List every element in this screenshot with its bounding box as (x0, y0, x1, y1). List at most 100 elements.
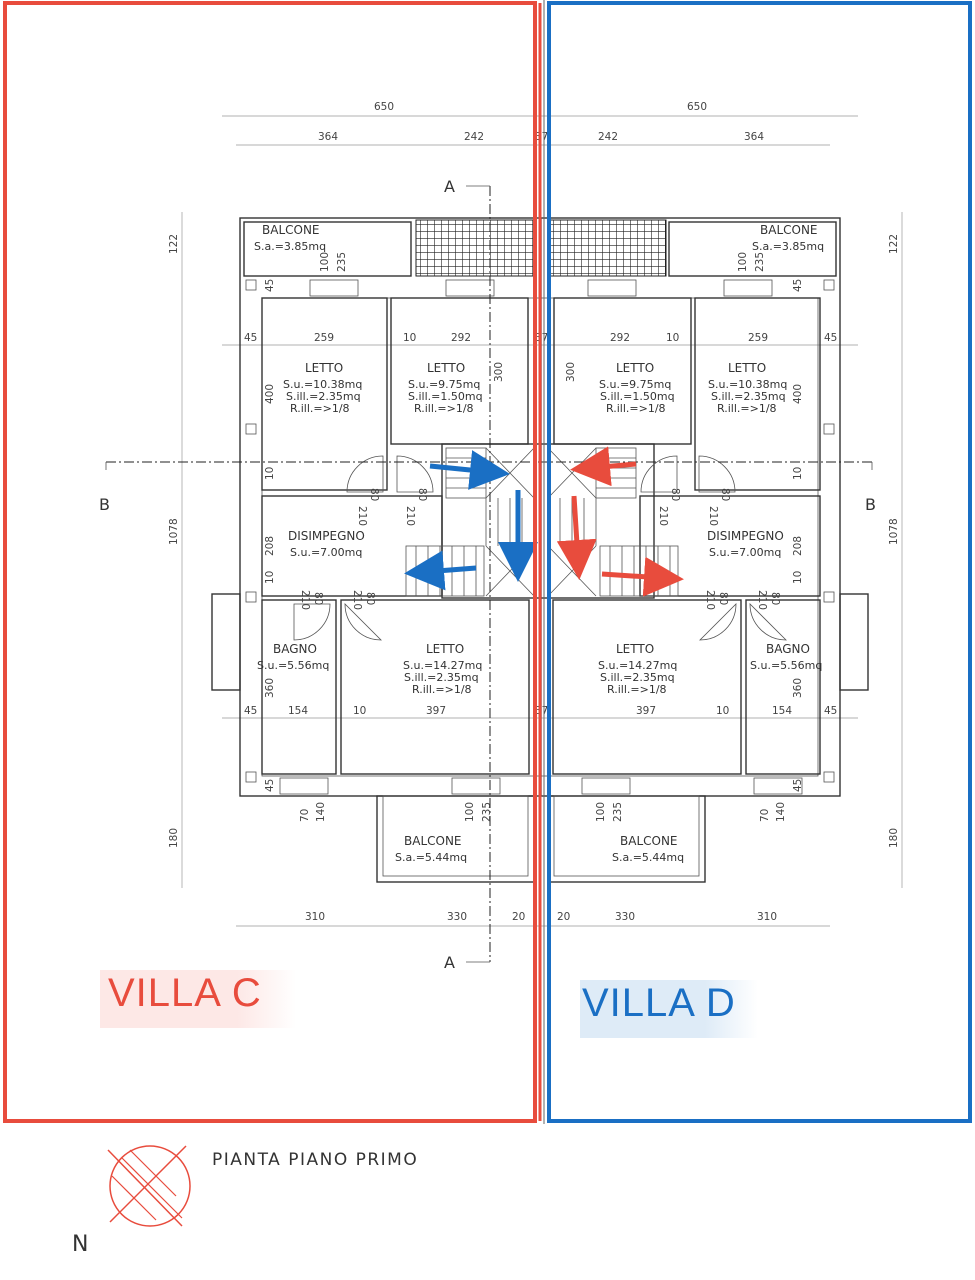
dim-154: 154 (288, 705, 308, 717)
bagno-left-su: S.u.=5.56mq (257, 659, 329, 672)
bottom-dimensions: 310 330 20 20 330 310 (305, 911, 777, 923)
dim-20-left: 20 (512, 911, 525, 923)
north-label: N (72, 1232, 89, 1257)
letto-b-right-su: S.u.=9.75mq (599, 378, 671, 391)
balcone-top-right-name: BALCONE (760, 223, 818, 237)
dim-37-top: 37 (535, 131, 548, 143)
dim-397-r: 397 (636, 705, 656, 717)
letto-c-right-sill: S.ill.=2.35mq (600, 671, 675, 684)
dim-180-left: 180 (168, 828, 180, 848)
letto-a-left-rill: R.ill.=>1/8 (290, 402, 350, 415)
dim-235-tl: 235 (336, 252, 348, 272)
dim-122-left: 122 (168, 234, 180, 254)
villa-d-outline (547, 1, 972, 1123)
north-arrow-icon (107, 1145, 191, 1227)
dim-80-b: 80 (416, 488, 428, 501)
dim-80-e: 80 (312, 592, 324, 605)
dim-210-a: 210 (356, 506, 368, 526)
dim-45: 45 (244, 332, 257, 344)
dim-259-r: 259 (748, 332, 768, 344)
dim-45-vbl: 45 (264, 779, 276, 792)
disimpegno-right-name: DISIMPEGNO (707, 529, 784, 543)
dim-242-left: 242 (464, 131, 484, 143)
letto-c-right-rill: R.ill.=>1/8 (607, 683, 667, 696)
disimpegno-left-su: S.u.=7.00mq (290, 546, 362, 559)
disimpegno-left-name: DISIMPEGNO (288, 529, 365, 543)
dim-400-l: 400 (264, 384, 276, 404)
red-arrow-3 (601, 556, 684, 597)
letto-c-left-rill: R.ill.=>1/8 (412, 683, 472, 696)
letto-b-left-rill: R.ill.=>1/8 (414, 402, 474, 415)
roof-grid-left (415, 219, 535, 277)
flow-arrows (404, 446, 684, 597)
dim-210-h: 210 (756, 590, 768, 610)
letto-b-left-su: S.u.=9.75mq (408, 378, 480, 391)
doors (293, 455, 787, 641)
balcone-bottom-right-name: BALCONE (620, 834, 678, 848)
letto-b-right-rill: R.ill.=>1/8 (606, 402, 666, 415)
dim-292-r: 292 (610, 332, 630, 344)
dim-45-vl: 45 (264, 279, 276, 292)
bagno-right-su: S.u.=5.56mq (750, 659, 822, 672)
letto-a-right-name: LETTO (728, 361, 766, 375)
dim-300-r: 300 (565, 362, 577, 382)
letto-c-left-sill: S.ill.=2.35mq (404, 671, 479, 684)
side-dimensions: 122 1078 180 122 1078 180 (168, 234, 900, 848)
letto-c-right-name: LETTO (616, 642, 654, 656)
dim-37-b: 37 (535, 705, 548, 717)
balcone-bottom-left-area: S.a.=5.44mq (395, 851, 467, 864)
dim-208-r: 208 (792, 536, 804, 556)
dim-210-c: 210 (657, 506, 669, 526)
letto-c-right-su: S.u.=14.27mq (598, 659, 677, 672)
dim-360-l: 360 (264, 678, 276, 698)
dim-235-tr: 235 (754, 252, 766, 272)
dim-235-br: 235 (612, 802, 624, 822)
dim-364-right: 364 (744, 131, 764, 143)
letto-b-right-sill: S.ill.=1.50mq (600, 390, 675, 403)
dim-122-right: 122 (888, 234, 900, 254)
roof-grid-right (547, 219, 667, 277)
dim-259: 259 (314, 332, 334, 344)
dim-20-right: 20 (557, 911, 570, 923)
top-dimensions: 650 650 364 242 37 242 364 (318, 101, 764, 143)
dim-80-c: 80 (669, 488, 681, 501)
dim-210-b: 210 (404, 506, 416, 526)
dim-330-left: 330 (447, 911, 467, 923)
balcone-top-left-area: S.a.=3.85mq (254, 240, 326, 253)
dim-80-f: 80 (364, 592, 376, 605)
balcone-top-right-area: S.a.=3.85mq (752, 240, 824, 253)
villa-d-label: VILLA D (580, 980, 758, 1038)
dim-100-bl: 100 (464, 802, 476, 822)
villa-c-outline (3, 1, 537, 1123)
letto-b-right-name: LETTO (616, 361, 654, 375)
dim-37-mid: 37 (535, 332, 548, 344)
bagno-left-name: BAGNO (273, 642, 317, 656)
letto-b-left-name: LETTO (427, 361, 465, 375)
dim-210-g: 210 (704, 590, 716, 610)
red-arrow-2 (556, 495, 597, 580)
section-b-right: B (865, 495, 876, 514)
rooms-left: BALCONE S.a.=3.85mq LETTO S.u.=10.38mq S… (254, 223, 483, 864)
dim-10-vr2: 10 (792, 571, 804, 584)
letto-a-right-rill: R.ill.=>1/8 (717, 402, 777, 415)
letto-a-left-su: S.u.=10.38mq (283, 378, 362, 391)
red-arrow-1 (570, 446, 637, 487)
dim-140-l: 140 (315, 802, 327, 822)
balcone-bottom-right-area: S.a.=5.44mq (612, 851, 684, 864)
dim-330-right: 330 (615, 911, 635, 923)
dim-45-vr: 45 (792, 279, 804, 292)
dim-210-d: 210 (707, 506, 719, 526)
section-b-left: B (99, 495, 110, 514)
inner-dimensions: 45 259 10 292 37 292 10 259 45 45 154 10… (244, 252, 837, 822)
letto-a-left-sill: S.ill.=2.35mq (286, 390, 361, 403)
plan-title: PIANTA PIANO PRIMO (212, 1150, 419, 1170)
dim-10-vl: 10 (264, 467, 276, 480)
dim-10-r: 10 (666, 332, 679, 344)
letto-a-right-su: S.u.=10.38mq (708, 378, 787, 391)
dim-210-f: 210 (351, 590, 363, 610)
section-a-bottom: A (444, 953, 455, 972)
dim-80-d: 80 (719, 488, 731, 501)
dim-300-l: 300 (493, 362, 505, 382)
dim-70-r: 70 (759, 809, 771, 822)
dim-70-l: 70 (299, 809, 311, 822)
